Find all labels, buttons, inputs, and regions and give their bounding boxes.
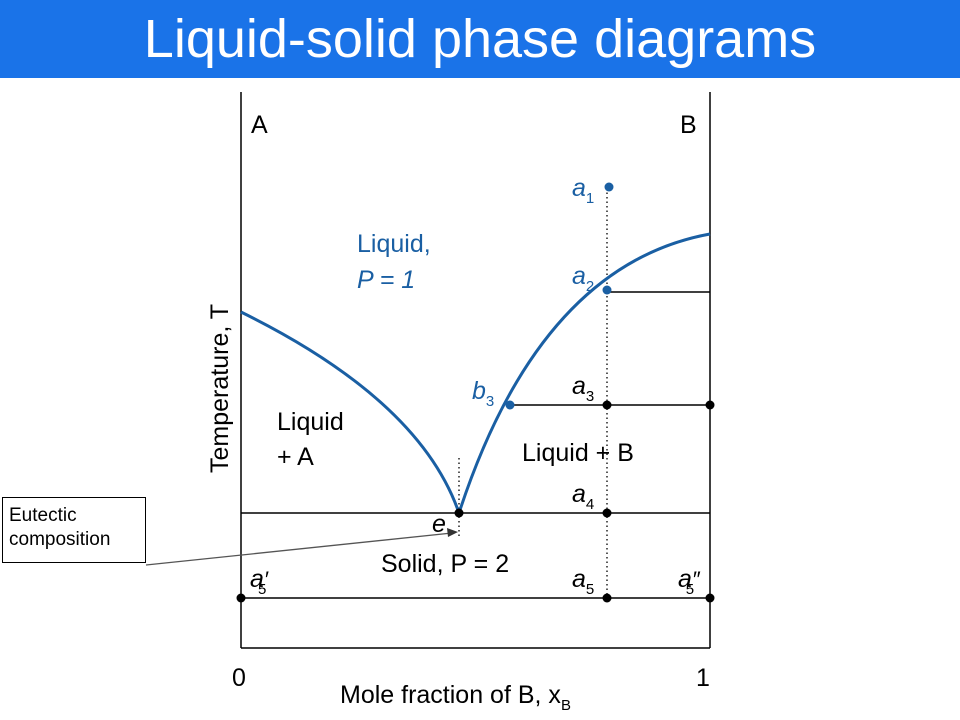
label-a5-dprime: a″5 bbox=[678, 565, 701, 598]
point-a5-prime bbox=[236, 593, 246, 603]
callout-arrowhead bbox=[447, 528, 458, 537]
point-a3 bbox=[602, 400, 612, 410]
y-axis-label: Temperature, T bbox=[206, 304, 234, 473]
liquidus-curve-a bbox=[240, 310, 461, 514]
label-a1: a1 bbox=[572, 174, 594, 207]
point-e bbox=[454, 508, 464, 518]
eutectic-callout: Eutectic composition bbox=[2, 497, 146, 563]
region-solid: Solid, P = 2 bbox=[381, 550, 509, 578]
region-liquid-line1: Liquid, bbox=[357, 230, 431, 258]
label-a5: a5 bbox=[572, 565, 594, 598]
point-a3-end bbox=[705, 400, 715, 410]
label-a2: a2 bbox=[572, 262, 594, 295]
region-liquid-a-line2: + A bbox=[277, 443, 314, 471]
callout-line2: composition bbox=[9, 529, 111, 550]
label-a3: a3 bbox=[572, 372, 594, 405]
point-a1 bbox=[604, 182, 614, 192]
x-tick-min: 0 bbox=[232, 664, 246, 692]
label-e: e bbox=[432, 510, 446, 538]
region-liquid-a-line1: Liquid bbox=[277, 408, 344, 436]
liquidus-curve-b bbox=[457, 232, 711, 514]
point-a2 bbox=[602, 285, 612, 295]
label-a5-prime: a′5 bbox=[250, 565, 269, 598]
title-bar: Liquid-solid phase diagrams bbox=[0, 0, 960, 78]
point-a5 bbox=[602, 593, 612, 603]
label-a-corner: A bbox=[251, 111, 268, 139]
point-b3 bbox=[505, 400, 515, 410]
region-liquid-b: Liquid + B bbox=[522, 439, 634, 467]
callout-arrow bbox=[145, 532, 453, 566]
label-b3: b3 bbox=[472, 377, 494, 410]
region-liquid-line2: P = 1 bbox=[357, 266, 415, 294]
callout-line1: Eutectic bbox=[9, 505, 77, 526]
point-a4 bbox=[602, 508, 612, 518]
x-tick-max: 1 bbox=[696, 664, 710, 692]
page-title: Liquid-solid phase diagrams bbox=[143, 9, 817, 69]
label-b-corner: B bbox=[680, 111, 697, 139]
label-a4: a4 bbox=[572, 480, 594, 513]
point-a5-dprime bbox=[705, 593, 715, 603]
x-axis-label: Mole fraction of B, xB bbox=[340, 681, 571, 714]
